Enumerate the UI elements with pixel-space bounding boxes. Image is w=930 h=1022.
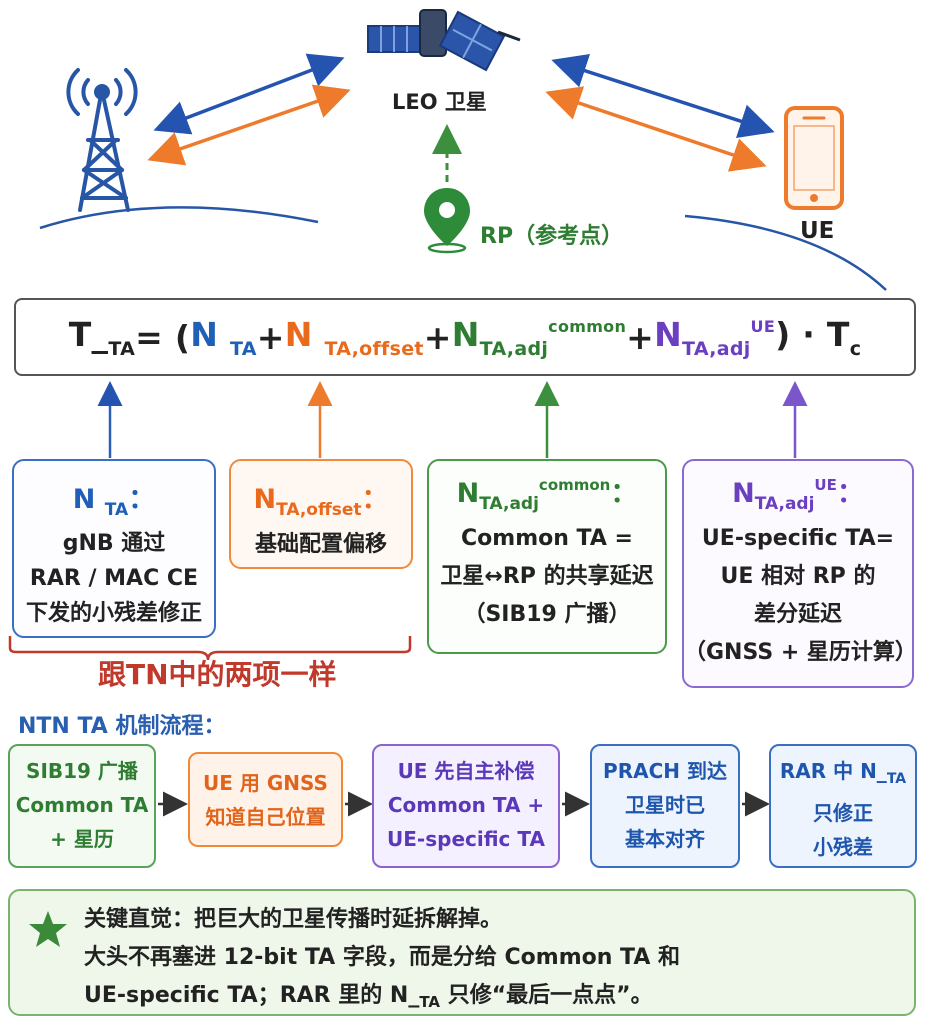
formula-n-offset: N TA,offset [284,314,424,360]
card-n-ta: N TA： gNB 通过 RAR / MAC CE 下发的小残差修正 [12,459,216,638]
card-n-ta-title: N TA： [72,484,156,520]
link-arrow-sat-ue-blue [551,53,775,139]
rp-label: RP（参考点） [480,224,624,249]
card-n-common-title: NTA,adjcommon： [456,476,638,514]
ta-formula: T_TA = ( N TA + N TA,offset + NTA,adjcom… [14,298,916,376]
bracket-tn-same [8,636,412,661]
formula-n-common: NTA,adjcommon [451,314,627,360]
ground-arc-left [39,206,319,230]
ground-arc-right [684,214,887,291]
formula-tail: ) · Tc [775,314,862,360]
card-n-offset: NTA,offset： 基础配置偏移 [229,459,413,569]
flow-title: NTN TA 机制流程： [18,714,226,739]
card-n-common-line: （SIB19 广播） [463,602,631,627]
card-n-ta-line: gNB 通过 [62,531,166,556]
card-n-ue-line: UE-specific TA= [701,526,895,551]
ue-label: UE [800,218,835,244]
formula-n-ta: N TA [190,314,257,360]
card-n-common-line: 卫星↔RP 的共享延迟 [440,564,654,589]
formula-lhs: T_TA [68,314,136,360]
card-n-offset-title: NTA,offset： [253,484,389,520]
card-n-ue-line: 差分延迟 [753,602,842,627]
key-intuition-box: 关键直觉：把巨大的卫星传播时延拆解掉。 大头不再塞进 12-bit TA 字段，… [8,889,916,1016]
formula-eq: = ( [135,317,191,357]
intuition-line-3: UE-specific TA；RAR 里的 N_TA 只修“最后一点点”。 [84,983,653,1011]
formula-plus-2: + [423,317,452,357]
flow-step-prach: PRACH 到达 卫星时已 基本对齐 [590,744,740,868]
formula-plus-1: + [256,317,285,357]
intuition-line-1: 关键直觉：把巨大的卫星传播时延拆解掉。 [84,907,503,932]
flow-step-rar: RAR 中 N_TA 只修正 小残差 [769,744,917,868]
card-n-ue: NTA,adjUE： UE-specific TA= UE 相对 RP 的 差分… [682,459,917,688]
location-pin-icon [424,188,470,254]
cell-tower-icon [66,68,138,212]
formula-n-ue: NTA,adjUE [654,314,776,360]
satellite-label: LEO 卫星 [392,90,487,114]
card-n-common: NTA,adjcommon： Common TA = 卫星↔RP 的共享延迟 （… [427,459,667,654]
card-n-ta-line: 下发的小残差修正 [25,601,202,626]
link-arrow-tower-sat-orange [147,84,351,166]
bracket-label: 跟TN中的两项一样 [98,658,337,691]
flow-step-gnss: UE 用 GNSS 知道自己位置 [188,752,343,847]
flow-step-sib19: SIB19 广播 Common TA + 星历 [8,744,156,868]
intuition-line-2: 大头不再塞进 12-bit TA 字段，而是分给 Common TA 和 [84,945,681,970]
card-n-common-line: Common TA = [461,526,633,551]
link-arrow-tower-sat-blue [153,53,345,135]
card-n-ue-title: NTA,adjUE： [732,476,864,514]
card-n-offset-line: 基础配置偏移 [254,532,387,557]
formula-plus-3: + [626,317,655,357]
card-n-ta-line: RAR / MAC CE [29,566,199,591]
flow-step-precompensate: UE 先自主补偿 Common TA + UE-specific TA [372,744,560,868]
phone-icon [784,106,844,210]
card-n-ue-line: UE 相对 RP 的 [720,564,876,589]
link-arrow-sat-ue-orange [545,86,767,172]
star-icon [29,911,67,947]
satellite-icon [367,9,521,72]
card-n-ue-line: （GNSS + 星历计算） [684,640,917,665]
